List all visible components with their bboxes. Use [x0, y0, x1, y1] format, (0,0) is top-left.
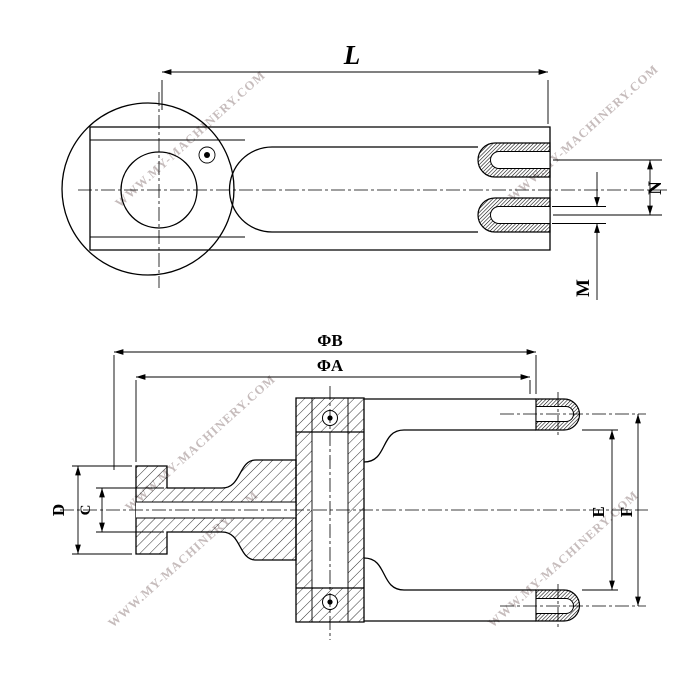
dim-E: E — [582, 429, 618, 591]
top-view: L N M — [61, 40, 668, 300]
pin-section-top — [477, 142, 551, 178]
dim-phiA: ΦA — [135, 356, 531, 462]
body-outline — [89, 126, 551, 251]
dim-phiB: ΦB — [113, 331, 537, 470]
right-arm-top — [363, 398, 581, 463]
dim-E-label: E — [589, 506, 608, 517]
dim-F: F — [617, 414, 641, 606]
pin-section-bottom — [477, 197, 551, 233]
dim-F-label: F — [617, 507, 636, 517]
dim-C: C — [78, 487, 164, 533]
bottom-view: ΦB ΦA D C E — [49, 331, 648, 640]
dim-N-label: N — [645, 181, 666, 195]
watermark-text: WWW.MY-MACHINERY.COM — [505, 62, 661, 204]
dim-L-label: L — [343, 40, 361, 70]
dim-D-label: D — [49, 504, 68, 516]
dim-D: D — [49, 465, 132, 555]
dim-phiB-label: ΦB — [317, 331, 342, 350]
pivot-bolt — [198, 146, 216, 164]
dim-phiA-label: ΦA — [317, 356, 344, 375]
boss-circle — [61, 102, 235, 276]
dim-M-label: M — [573, 279, 594, 297]
dim-L: L — [161, 40, 549, 124]
watermark-text: WWW.MY-MACHINERY.COM — [112, 68, 268, 210]
dim-M: M — [552, 172, 606, 300]
dim-C-label: C — [78, 505, 94, 516]
slot-outline — [228, 146, 478, 233]
hub-outline — [295, 397, 365, 623]
dim-N: N — [553, 159, 666, 216]
bore-circle — [120, 151, 198, 229]
